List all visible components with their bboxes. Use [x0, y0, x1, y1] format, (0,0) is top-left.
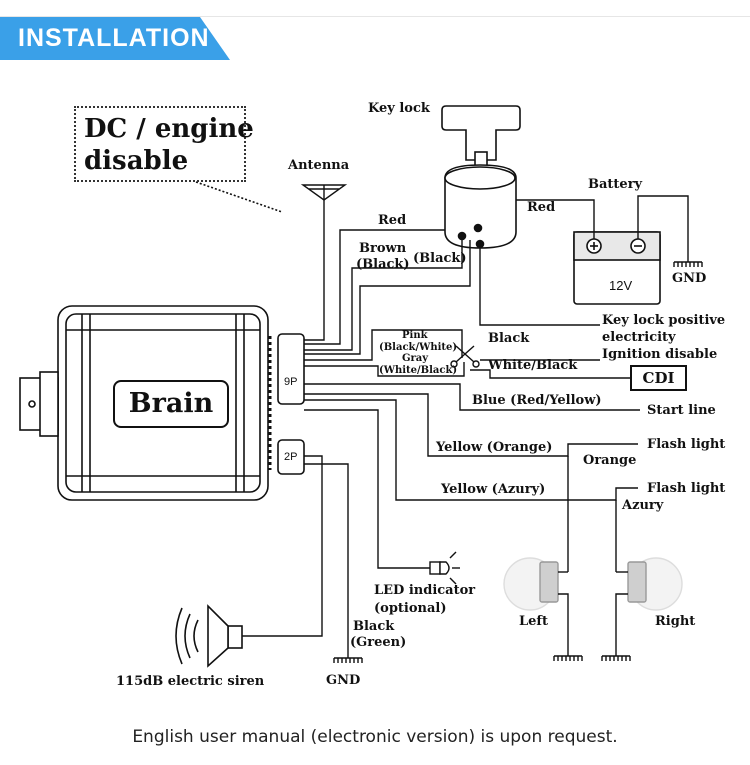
connector-9p-label: 9P: [284, 376, 298, 388]
callout-line-1: DC / engine: [84, 114, 254, 144]
right-light-label: Right: [655, 614, 696, 629]
wire-gnd-bottom: [304, 463, 349, 658]
page-title: INSTALLATION: [18, 24, 210, 52]
wire-led: [304, 409, 430, 569]
wire-yellow-orange-label: Yellow (Orange): [436, 440, 553, 455]
left-light-shape: [503, 557, 569, 656]
gnd-battery-label: GND: [672, 271, 707, 286]
wire-gray: [304, 362, 465, 377]
wire-pink-label: Pink: [402, 330, 428, 341]
wire-blue-label: Blue (Red/Yellow): [472, 393, 602, 408]
wire-brown: [304, 240, 463, 351]
left-light-label: Left: [519, 614, 549, 629]
wire-pink-alt-label: (Black/White): [379, 342, 458, 353]
wire-red-battery: [516, 199, 595, 239]
wire-yellow-azury-label: Yellow (Azury): [441, 482, 546, 497]
wire-black-paren: [304, 240, 471, 355]
antenna-shape: [300, 184, 348, 341]
key-lock-label: Key lock: [368, 101, 430, 116]
siren-label: 115dB electric siren: [116, 674, 265, 689]
wire-pink: [304, 329, 463, 361]
key-lock-positive-note-2: electricity: [602, 330, 676, 345]
antenna-label: Antenna: [288, 158, 350, 173]
callout-text: DC / engine disable: [84, 113, 254, 177]
wire-orange-label: Orange: [583, 453, 637, 468]
cdi-label: CDI: [630, 365, 687, 391]
gnd-bottom-label: GND: [326, 673, 361, 688]
callout-line-2: disable: [84, 146, 189, 176]
footer-note: English user manual (electronic version)…: [132, 727, 618, 747]
header-rule: [0, 16, 750, 17]
wire-battery-gnd: [637, 195, 689, 262]
header-banner: [0, 17, 230, 60]
left-gnd-symbol: [553, 655, 583, 661]
battery-label: Battery: [588, 177, 643, 192]
battery-voltage: 12V: [609, 278, 633, 293]
wire-blue: [304, 383, 640, 411]
wire-yellow-azury: [304, 399, 638, 501]
wire-black-green-label-2: (Green): [350, 635, 407, 650]
led-shape: [429, 551, 460, 585]
wire-azury-label: Azury: [622, 498, 664, 513]
wire-red: [304, 229, 445, 345]
gnd-battery-symbol: [673, 261, 703, 267]
brain-label: Brain: [113, 380, 229, 428]
start-line-note: Start line: [647, 403, 716, 418]
right-gnd-symbol: [601, 655, 631, 661]
connector-2p: [277, 439, 305, 475]
wire-red-battery-label: Red: [527, 200, 556, 215]
wire-siren: [240, 455, 323, 637]
flash-light-note-2: Flash light: [647, 481, 726, 496]
flash-light-note-1: Flash light: [647, 437, 726, 452]
callout-box: [74, 106, 246, 182]
wire-black-green-label-1: Black: [353, 619, 395, 634]
wire-white-black-label: White/Black: [488, 358, 578, 373]
wire-brown-label: Brown: [359, 241, 407, 256]
wire-brown-alt-label: (Black): [356, 257, 410, 272]
wire-black-paren-label: (Black): [413, 251, 467, 266]
gnd-bottom-symbol: [333, 657, 363, 663]
key-lock-shape: [441, 105, 521, 249]
ignition-disable-note: Ignition disable: [602, 347, 718, 362]
callout-leader: [195, 181, 283, 213]
siren-shape: [175, 604, 243, 668]
battery-shape: [573, 231, 661, 305]
wire-black-label: Black: [488, 331, 530, 346]
wire-black-keylock: [479, 244, 600, 326]
wire-yellow-orange: [304, 393, 638, 457]
scissors-shape: [450, 345, 480, 368]
led-note: (optional): [374, 601, 447, 616]
connector-2p-label: 2P: [284, 451, 298, 463]
key-lock-positive-note-1: Key lock positive: [602, 313, 726, 328]
wire-red-label: Red: [378, 213, 407, 228]
wire-white-black: [470, 369, 630, 379]
connector-9p: [277, 333, 305, 405]
led-label: LED indicator: [374, 583, 476, 598]
wire-gray-alt-label: (White/Black): [379, 365, 458, 376]
wire-gray-label: Gray: [402, 353, 429, 364]
right-light-shape: [615, 557, 683, 656]
